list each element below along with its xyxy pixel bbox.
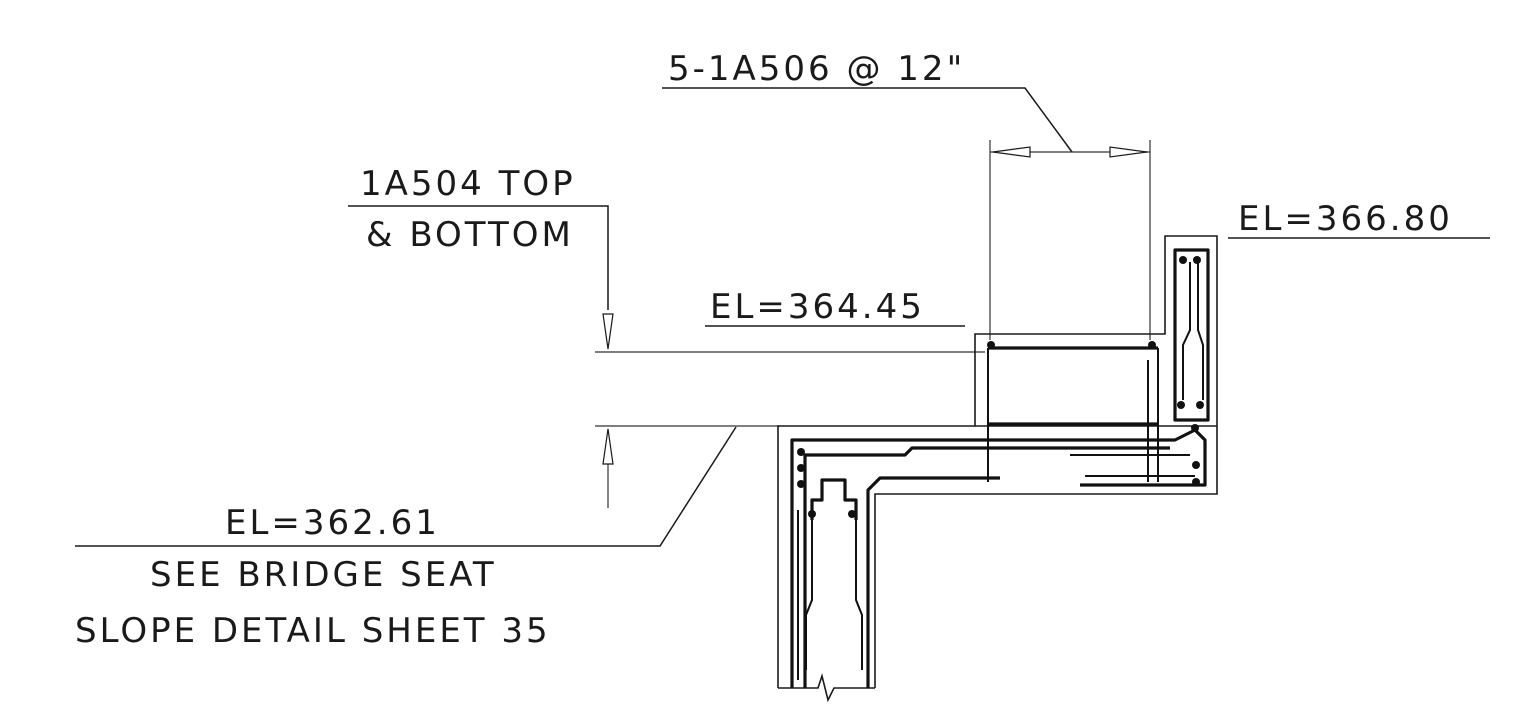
- top-bottom-label-line2: & BOTTOM: [366, 215, 574, 255]
- rebar-dot: [848, 510, 856, 518]
- rebar-dot: [797, 448, 805, 456]
- top-bottom-label-line1: 1A504 TOP: [360, 164, 576, 204]
- rebar-dot: [1196, 401, 1204, 409]
- rebar-spacing-leader: [662, 87, 1073, 153]
- rebar-dot: [1192, 478, 1200, 486]
- top-bottom-leader: [348, 205, 609, 310]
- rebar-dot: [987, 341, 995, 349]
- rebar-dot: [1193, 256, 1201, 264]
- rebar-spacing-label: 5-1A506 @ 12": [668, 49, 965, 89]
- break-line: [778, 673, 875, 703]
- backwall-inner-bar-left: [1182, 262, 1191, 400]
- cap-inner-bar: [803, 446, 1170, 688]
- stem-notch-bar: [810, 478, 858, 520]
- elevation-label-bottom: EL=362.61: [225, 503, 440, 543]
- rebar-dot: [1148, 341, 1156, 349]
- rebar-dot: [1191, 424, 1199, 432]
- rebar-dot: [808, 510, 816, 518]
- rebar-dot: [1179, 256, 1187, 264]
- cap-outer-bar: [790, 428, 1207, 688]
- arrow-down-top: [602, 313, 614, 350]
- note-label-line2: SLOPE DETAIL SHEET 35: [75, 611, 551, 651]
- backwall-inner-bar-right: [1197, 262, 1204, 400]
- elevation-bottom-leader: [75, 426, 737, 547]
- dimension-arrow-right: [1109, 146, 1148, 158]
- backwall-hoop-bar: [1173, 248, 1210, 422]
- arrow-up-bottom: [602, 428, 614, 465]
- elevation-label-top-wall: EL=366.80: [1238, 199, 1453, 239]
- rebar-dot: [1192, 461, 1200, 469]
- rebar-dot: [797, 464, 805, 472]
- concrete-outline: [777, 235, 1218, 688]
- elevation-label-seat: EL=364.45: [710, 287, 925, 327]
- stem-right-inner-bar: [855, 520, 863, 670]
- rebar-dot: [797, 480, 805, 488]
- dimension-arrow-left: [992, 146, 1031, 158]
- note-label-line1: SEE BRIDGE SEAT: [150, 555, 497, 595]
- cap-lower-bar: [866, 476, 1000, 688]
- stem-left-inner-bar: [805, 520, 813, 670]
- rebar-dot: [1177, 401, 1185, 409]
